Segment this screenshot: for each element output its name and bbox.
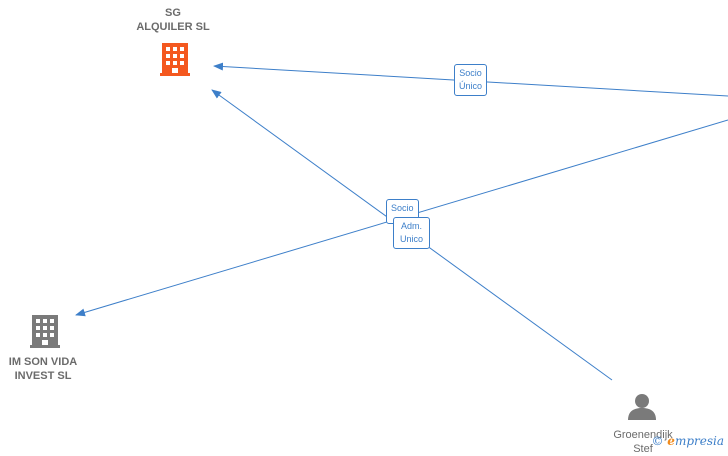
building-icon[interactable] xyxy=(30,315,60,348)
person-icon[interactable] xyxy=(628,394,656,420)
edge-label-socio-unico: Socio Único xyxy=(454,64,488,96)
node-label-im-son-vida[interactable]: IM SON VIDA INVEST SL xyxy=(8,356,78,382)
brand-rest: mpresia xyxy=(674,434,724,448)
edge-label-socio: Socio xyxy=(386,199,419,224)
brand-e: e xyxy=(667,434,675,448)
copyright-symbol: © xyxy=(651,434,664,448)
edge-label-adm-unico: Adm. Unico xyxy=(393,217,431,249)
empresia-watermark: © empresia xyxy=(651,434,724,448)
building-icon[interactable] xyxy=(160,43,190,76)
node-label-sg-alquiler[interactable]: SG ALQUILER SL xyxy=(136,7,210,33)
